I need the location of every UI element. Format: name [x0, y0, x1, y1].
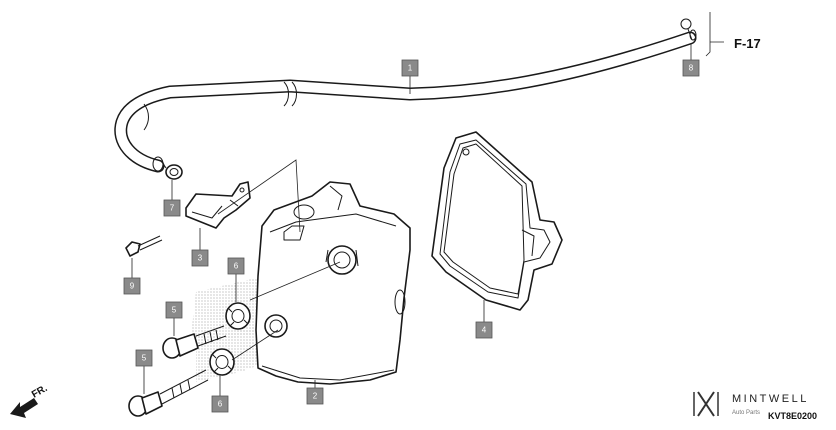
svg-text:2: 2	[313, 392, 318, 401]
cover-bolt-lower	[128, 369, 209, 417]
brand-name: MINTWELL	[732, 393, 809, 405]
callout-6-lower: 6	[211, 395, 229, 413]
callout-1: 1	[401, 59, 419, 77]
svg-text:9: 9	[130, 282, 135, 291]
sealing-washer-upper	[225, 302, 251, 330]
front-label: FR.	[30, 383, 50, 401]
callout-4: 4	[475, 321, 493, 339]
drawing-code: KVT8E0200	[768, 411, 817, 421]
callout-7: 7	[163, 199, 181, 217]
callout-8: 8	[682, 59, 700, 77]
callout-6-upper: 6	[227, 257, 245, 275]
callout-5-lower: 5	[135, 349, 153, 367]
callout-3: 3	[191, 249, 209, 267]
hose-bracket	[185, 181, 251, 229]
bracket-bolt	[125, 235, 163, 257]
cylinder-head-cover	[255, 181, 411, 385]
callout-5-upper: 5	[165, 301, 183, 319]
svg-text:6: 6	[218, 400, 223, 409]
mintwell-logo	[693, 391, 719, 417]
svg-text:3: 3	[198, 254, 203, 263]
leader-lines	[131, 12, 724, 396]
svg-text:4: 4	[482, 326, 487, 335]
svg-text:5: 5	[142, 354, 147, 363]
head-cover-gasket	[431, 131, 563, 311]
svg-text:7: 7	[170, 204, 175, 213]
svg-text:6: 6	[234, 262, 239, 271]
svg-text:1: 1	[408, 64, 413, 73]
front-direction-arrow: FR.	[10, 383, 50, 418]
callout-9: 9	[123, 277, 141, 295]
breather-hose	[114, 31, 697, 173]
cover-bolt-upper	[162, 325, 227, 359]
callout-2: 2	[306, 387, 324, 405]
section-reference: F-17	[734, 36, 761, 51]
hose-clip-top	[680, 18, 697, 41]
svg-text:5: 5	[172, 306, 177, 315]
brand-subtitle: Auto Parts	[732, 410, 760, 416]
hose-clip-left	[161, 161, 183, 180]
svg-text:8: 8	[689, 64, 694, 73]
sealing-washer-lower	[209, 348, 235, 376]
